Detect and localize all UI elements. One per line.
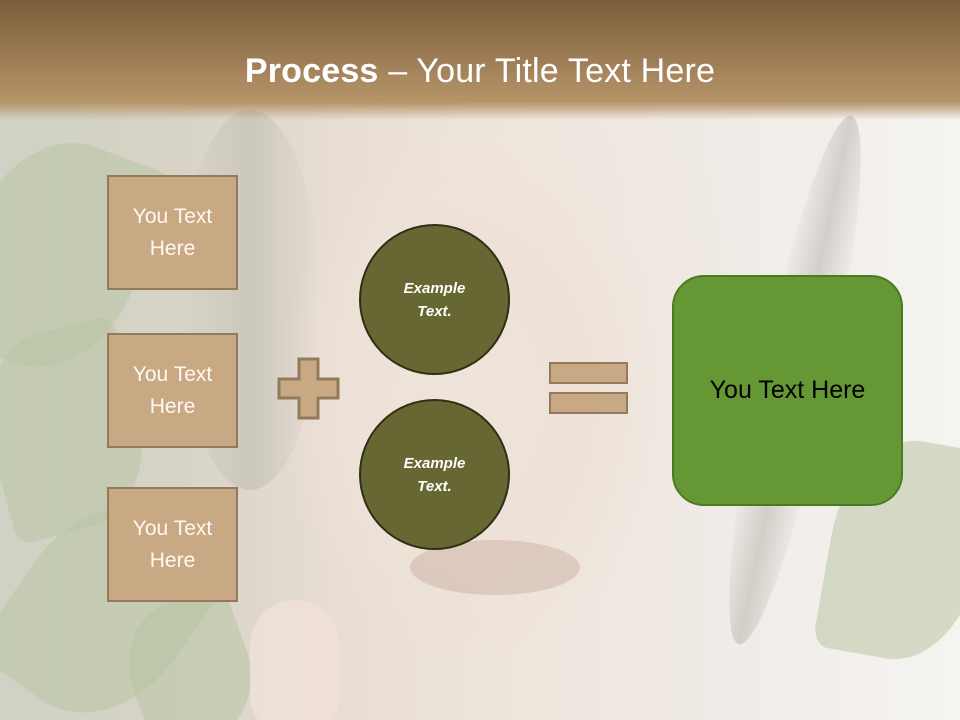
input-box-3[interactable]: You Text Here: [107, 487, 238, 602]
input-box-2[interactable]: You Text Here: [107, 333, 238, 448]
title-bar: Process – Your Title Text Here: [0, 0, 960, 120]
title-rest: – Your Title Text Here: [378, 52, 716, 90]
input-box-1[interactable]: You Text Here: [107, 175, 238, 290]
plus-icon: [277, 357, 340, 420]
result-box-label: You Text Here: [709, 376, 866, 404]
title-bold: Process: [244, 52, 379, 90]
input-box-label: You Text Here: [132, 204, 213, 260]
slide-title: Process – Your Title Text Here: [0, 52, 960, 91]
hand-shape: [250, 600, 340, 720]
example-circle-1[interactable]: Example Text.: [359, 224, 510, 375]
input-box-label: You Text Here: [132, 362, 213, 418]
example-circle-2[interactable]: Example Text.: [359, 399, 510, 550]
circle-label: Example Text.: [403, 279, 466, 320]
result-box[interactable]: You Text Here: [672, 275, 903, 506]
circle-label: Example Text.: [403, 454, 466, 495]
equals-bar-bottom: [549, 392, 628, 414]
input-box-label: You Text Here: [132, 516, 213, 572]
equals-bar-top: [549, 362, 628, 384]
